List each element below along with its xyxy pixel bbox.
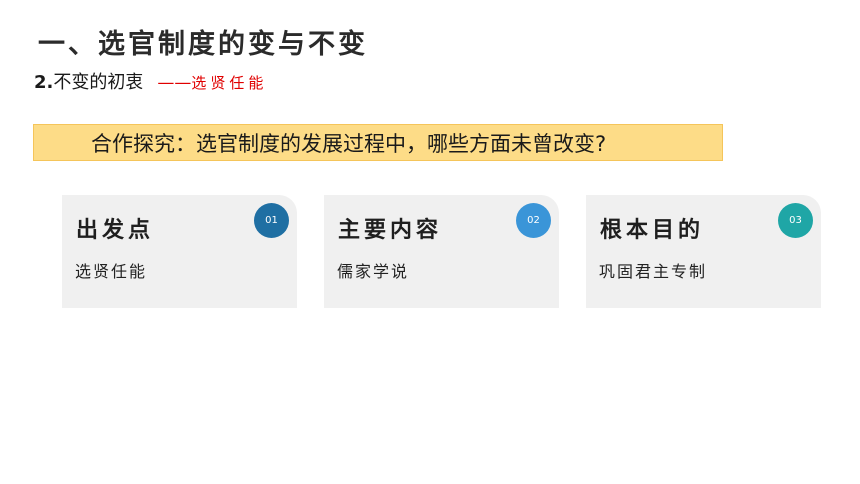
card-main-content: 主要内容 02 儒家学说 <box>324 195 559 308</box>
question-banner: 合作探究：选官制度的发展过程中，哪些方面未曾改变? <box>33 124 723 161</box>
card-content: 巩固君主专制 <box>599 262 708 281</box>
page-title: 一、选官制度的变与不变 <box>38 29 368 60</box>
section-subtitle: 2. 不变的初衷 —— 选贤任能 <box>34 68 267 94</box>
card-content: 选贤任能 <box>75 262 148 281</box>
card-title: 出发点 <box>76 218 155 243</box>
card-content: 儒家学说 <box>337 262 410 281</box>
number-badge: 01 <box>254 203 289 238</box>
section-number: 2. <box>34 72 54 93</box>
card-starting-point: 出发点 01 选贤任能 <box>62 195 297 308</box>
card-title: 主要内容 <box>338 218 443 243</box>
card-fundamental-purpose: 根本目的 03 巩固君主专制 <box>586 195 821 308</box>
card-title: 根本目的 <box>600 218 705 243</box>
section-heading: 不变的初衷 <box>53 72 144 93</box>
number-badge: 02 <box>516 203 551 238</box>
section-dash: —— <box>157 73 192 93</box>
number-badge: 03 <box>778 203 813 238</box>
section-note: 选贤任能 <box>191 74 268 92</box>
question-text: 合作探究：选官制度的发展过程中，哪些方面未曾改变? <box>91 131 607 156</box>
